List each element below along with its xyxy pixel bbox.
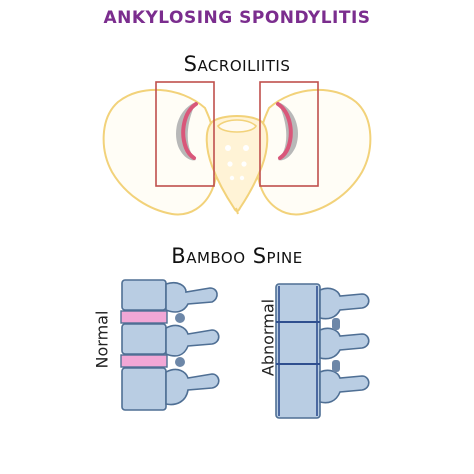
sacrum [205, 115, 269, 212]
normal-disc-2 [120, 354, 168, 368]
right-si-highlight-box [259, 81, 319, 187]
abnormal-spine [275, 283, 370, 419]
left-si-highlight-box [155, 81, 215, 187]
right-si-inflammation [276, 102, 293, 160]
normal-vertebra-1 [121, 279, 167, 311]
fused-vertebral-column [275, 283, 321, 419]
left-si-inflammation [181, 102, 198, 160]
left-si-sclerosis [176, 102, 196, 161]
pelvis-illustration [102, 81, 372, 216]
normal-spine [120, 279, 220, 411]
right-iliac-wing [255, 88, 372, 216]
normal-disc-1 [120, 310, 168, 324]
right-si-sclerosis [278, 102, 298, 161]
diagram-title: ANKYLOSING SPONDYLITIS [103, 8, 371, 28]
normal-facet-joints [175, 313, 185, 367]
bamboo-spine-heading: Bamboo Spine [171, 244, 303, 268]
sacral-foramina [225, 145, 249, 181]
normal-posterior-elements [165, 281, 220, 406]
sacroiliitis-heading: Sacroiliitis [183, 52, 291, 76]
left-iliac-wing [102, 88, 219, 216]
abnormal-facet-fusions [332, 318, 340, 372]
sacral-promontory [217, 119, 257, 133]
normal-label: Normal [92, 310, 112, 369]
normal-vertebra-2 [121, 323, 167, 355]
abnormal-label: Abnormal [258, 298, 278, 377]
normal-vertebra-3 [121, 367, 167, 411]
abnormal-posterior-elements [319, 287, 370, 404]
coccyx [235, 207, 239, 215]
